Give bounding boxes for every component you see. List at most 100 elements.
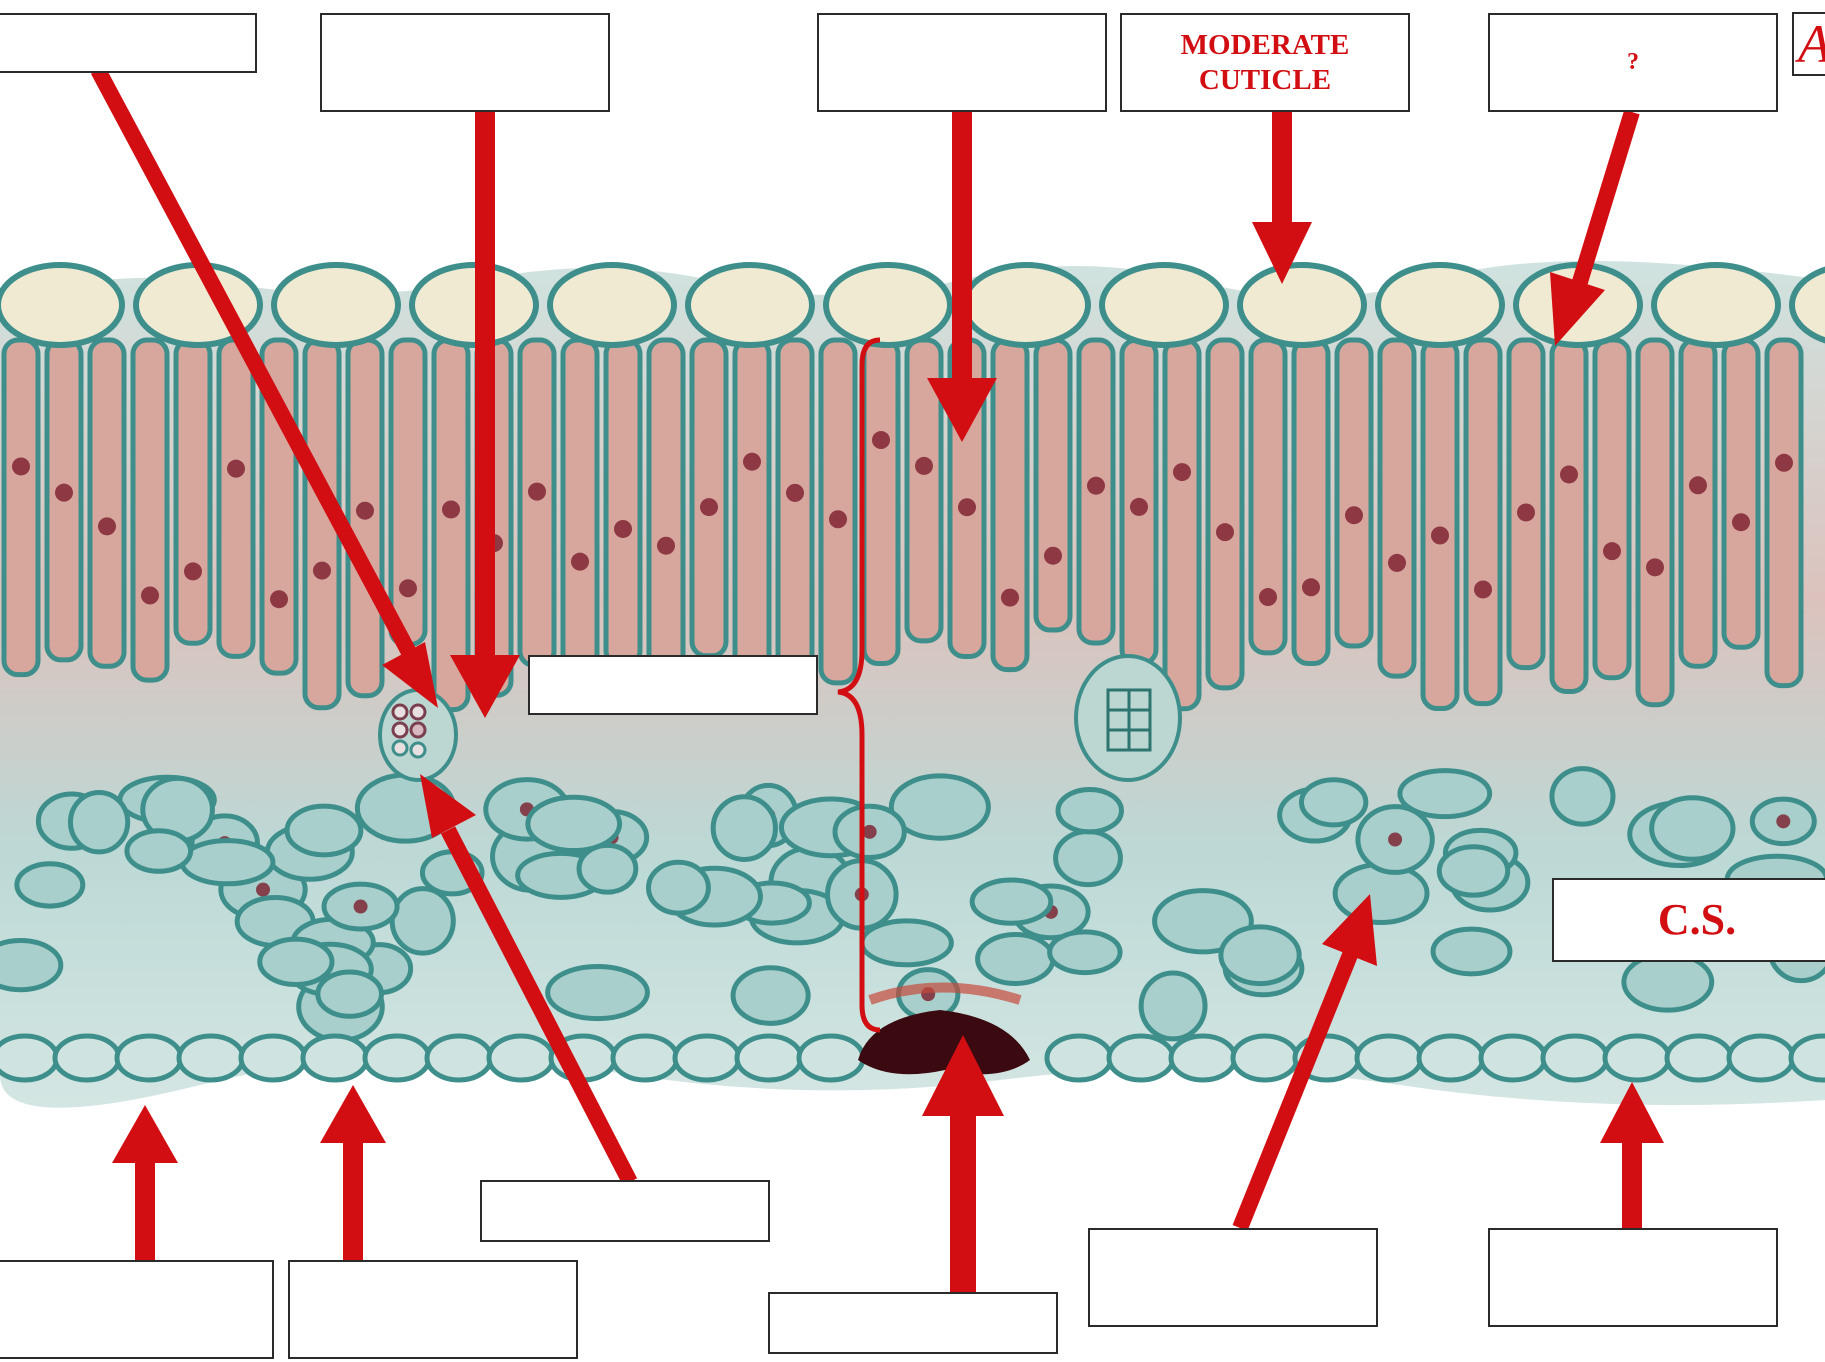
spongy-cell xyxy=(70,792,127,851)
label-box-bottom-2[interactable] xyxy=(288,1260,578,1359)
label-box-1[interactable] xyxy=(0,13,257,73)
nucleus xyxy=(1173,463,1191,481)
lower-epidermis-cell xyxy=(1543,1036,1607,1080)
lower-epidermis-cell xyxy=(0,1036,57,1080)
label-box-section[interactable]: C.S. xyxy=(1552,878,1825,962)
lower-epidermis-cell xyxy=(737,1036,801,1080)
spongy-cell xyxy=(1400,771,1490,817)
upper-epidermis-cell xyxy=(1378,265,1502,345)
section-label: C.S. xyxy=(1658,894,1736,947)
label-box-bottom-5[interactable] xyxy=(1488,1228,1778,1327)
upper-epidermis-cell xyxy=(1240,265,1364,345)
nucleus xyxy=(399,579,417,597)
palisade-cell xyxy=(90,340,124,666)
label-box-2[interactable] xyxy=(320,13,610,112)
label-box-question[interactable]: ? xyxy=(1488,13,1778,112)
nucleus xyxy=(1001,589,1019,607)
spongy-cell xyxy=(287,806,361,855)
spongy-cell xyxy=(182,841,273,884)
upper-epidermis-cell xyxy=(0,265,122,345)
lower-epidermis-cell xyxy=(1791,1036,1825,1080)
nucleus xyxy=(442,500,460,518)
moderate-cuticle-label: MODERATE CUTICLE xyxy=(1181,28,1350,98)
nucleus xyxy=(863,825,877,839)
upper-epidermis-cell xyxy=(274,265,398,345)
label-box-3[interactable] xyxy=(817,13,1107,112)
nucleus xyxy=(55,484,73,502)
vascular-bundle-right xyxy=(1076,656,1180,780)
nucleus xyxy=(1474,580,1492,598)
corner-letter-label: A xyxy=(1792,12,1825,76)
upper-epidermis-cell xyxy=(826,265,950,345)
nucleus xyxy=(354,900,368,914)
lower-epidermis-cell xyxy=(1047,1036,1111,1080)
spongy-cell xyxy=(548,966,648,1018)
arrow-4 xyxy=(1252,112,1312,284)
spongy-cell xyxy=(1652,798,1733,860)
lower-epidermis-cell xyxy=(55,1036,119,1080)
question-label: ? xyxy=(1627,48,1639,77)
nucleus xyxy=(256,883,270,897)
nucleus xyxy=(270,590,288,608)
nucleus xyxy=(1732,513,1750,531)
label-box-bottom-1[interactable] xyxy=(0,1260,274,1359)
spongy-cell xyxy=(713,797,775,860)
nucleus xyxy=(98,517,116,535)
spongy-cell xyxy=(260,939,332,984)
lower-epidermis-cell xyxy=(1233,1036,1297,1080)
palisade-cell xyxy=(434,340,468,710)
label-box-vascular[interactable] xyxy=(480,1180,770,1242)
palisade-cell xyxy=(1380,340,1414,676)
spongy-cell xyxy=(1439,847,1507,895)
lower-epidermis-cell xyxy=(1481,1036,1545,1080)
palisade-cell xyxy=(1294,340,1328,663)
lower-epidermis-cell xyxy=(489,1036,553,1080)
nucleus xyxy=(313,562,331,580)
label-box-bottom-4[interactable] xyxy=(1088,1228,1378,1327)
spongy-cell xyxy=(0,940,61,989)
lower-epidermis-cell xyxy=(1357,1036,1421,1080)
spongy-cell xyxy=(127,831,191,871)
spongy-cell xyxy=(1433,929,1510,974)
palisade-cell xyxy=(1036,340,1070,630)
palisade-cell xyxy=(1767,340,1801,686)
spongy-cell xyxy=(733,968,808,1024)
spongy-cell xyxy=(17,864,83,906)
lower-epidermis-cell xyxy=(613,1036,677,1080)
label-box-palisade[interactable] xyxy=(528,655,818,715)
nucleus xyxy=(1259,588,1277,606)
nucleus xyxy=(12,457,30,475)
spongy-cell xyxy=(1141,973,1205,1039)
label-box-stoma[interactable] xyxy=(768,1292,1058,1354)
nucleus xyxy=(227,460,245,478)
nucleus xyxy=(1560,465,1578,483)
lower-epidermis-cell xyxy=(303,1036,367,1080)
palisade-cell xyxy=(1595,340,1629,678)
label-box-moderate-cuticle[interactable]: MODERATE CUTICLE xyxy=(1120,13,1410,112)
palisade-cell xyxy=(1681,340,1715,666)
lower-epidermis-cell xyxy=(675,1036,739,1080)
upper-epidermis-cell xyxy=(1654,265,1778,345)
nucleus xyxy=(1431,526,1449,544)
palisade-cell xyxy=(692,340,726,656)
palisade-cell xyxy=(133,340,167,680)
lower-epidermis-cell xyxy=(427,1036,491,1080)
lower-epidermis-cell xyxy=(1419,1036,1483,1080)
spongy-cell xyxy=(392,889,453,953)
palisade-cell xyxy=(993,340,1027,670)
palisade-cell xyxy=(1724,340,1758,647)
nucleus xyxy=(1044,547,1062,565)
palisade-cell xyxy=(1638,340,1672,705)
upper-epidermis-cell xyxy=(412,265,536,345)
lower-epidermis-cell xyxy=(1667,1036,1731,1080)
nucleus xyxy=(1130,498,1148,516)
nucleus xyxy=(1689,476,1707,494)
lower-epidermis-cell xyxy=(241,1036,305,1080)
palisade-cell xyxy=(1423,340,1457,709)
nucleus xyxy=(1087,477,1105,495)
palisade-cell xyxy=(735,340,769,691)
palisade-cell xyxy=(219,340,253,656)
nucleus xyxy=(915,457,933,475)
lower-epidermis-cell xyxy=(117,1036,181,1080)
spongy-cell xyxy=(1056,831,1121,884)
